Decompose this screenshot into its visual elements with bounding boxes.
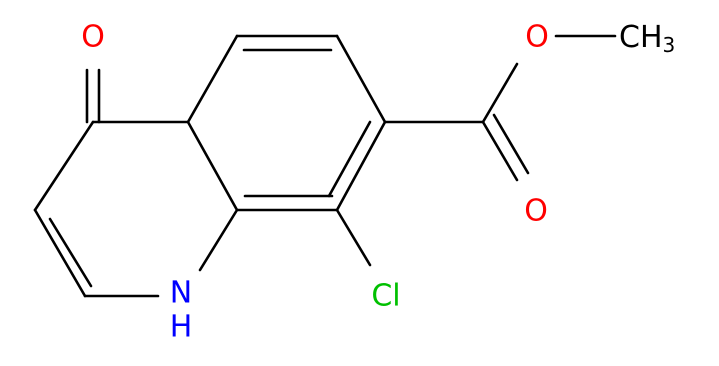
bond-c7-c8-inner bbox=[327, 120, 372, 198]
methyl-carbon-text: CH bbox=[619, 20, 663, 55]
bond-c4-c3 bbox=[33, 120, 95, 212]
hydrogen-label: H bbox=[170, 310, 193, 345]
bond-ester-carbonyl-b bbox=[492, 113, 530, 175]
carbonyl-oxygen-label: O bbox=[524, 194, 548, 229]
bond-c4a-c5 bbox=[186, 34, 239, 124]
bond-c3-c2-inner bbox=[48, 217, 93, 288]
bond-c6-c7 bbox=[335, 34, 387, 124]
methyl-group-label: CH3 bbox=[619, 20, 675, 57]
bond-c3-c2 bbox=[33, 208, 87, 298]
bond-lines bbox=[33, 34, 617, 298]
chlorine-label: Cl bbox=[371, 279, 400, 314]
ether-oxygen-label: O bbox=[525, 20, 549, 55]
nitrogen-label: N bbox=[170, 276, 192, 311]
methyl-subscript: 3 bbox=[663, 33, 676, 57]
ketone-oxygen-label: O bbox=[81, 20, 105, 55]
bond-ester-carbonyl-a bbox=[481, 120, 519, 182]
bond-n1-c8a bbox=[198, 208, 239, 272]
bond-c8-cl bbox=[335, 208, 372, 267]
bond-c4a-c8a bbox=[186, 120, 239, 212]
bond-c7-c8 bbox=[335, 120, 387, 212]
bond-ester-o bbox=[481, 62, 519, 124]
